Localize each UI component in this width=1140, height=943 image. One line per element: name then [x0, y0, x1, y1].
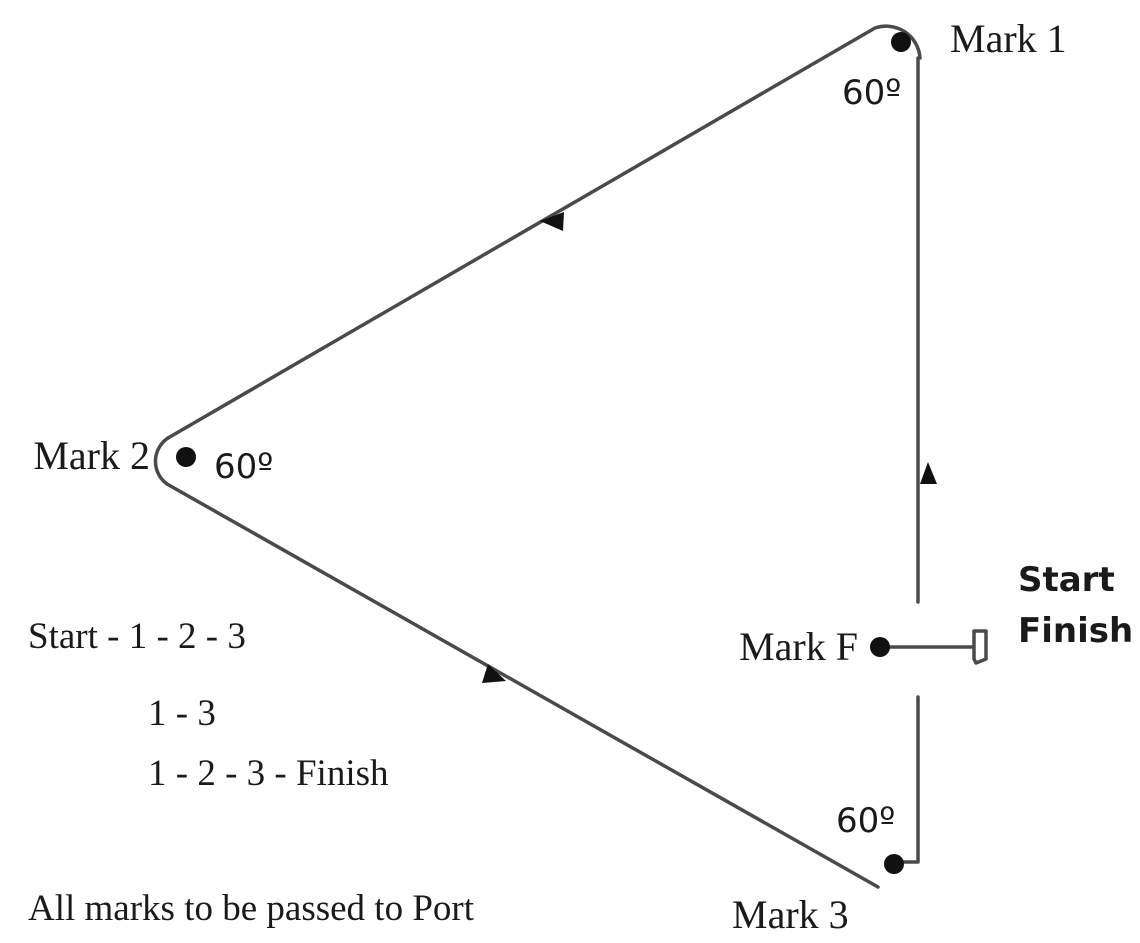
mark-1-buoy — [891, 32, 911, 52]
course-order-line-2: 1 - 3 — [148, 693, 216, 734]
mark-1-label: Mark 1 — [950, 16, 1067, 61]
angle-mark2: 60º — [214, 447, 273, 487]
rounding-note: All marks to be passed to Port — [28, 888, 475, 929]
arrow-leg-start-1-icon — [920, 462, 937, 484]
mark-3-label: Mark 3 — [732, 892, 849, 937]
leg-mark2-to-mark3 — [165, 482, 880, 889]
mark-3-buoy — [884, 854, 904, 874]
arrow-leg-2-3-icon — [482, 664, 506, 683]
start-label: Start — [1018, 560, 1115, 600]
mark-f-label: Mark F — [739, 624, 858, 669]
angle-mark1: 60º — [842, 73, 901, 113]
committee-boat-icon — [972, 629, 988, 665]
rounding-arc-mark2 — [153, 436, 170, 486]
arrow-leg-1-2-icon — [540, 212, 564, 231]
finish-label: Finish — [1018, 611, 1133, 651]
mark-2-buoy — [176, 447, 196, 467]
mark-f-buoy — [870, 637, 890, 657]
leg-mark1-to-mark2 — [166, 24, 922, 440]
course-order-line-3: 1 - 2 - 3 - Finish — [148, 753, 389, 794]
course-order-line-1: Start - 1 - 2 - 3 — [28, 616, 246, 657]
mark-2-label: Mark 2 — [33, 433, 150, 478]
angle-mark3: 60º — [836, 801, 895, 841]
leg-mark3-to-start — [900, 695, 920, 864]
